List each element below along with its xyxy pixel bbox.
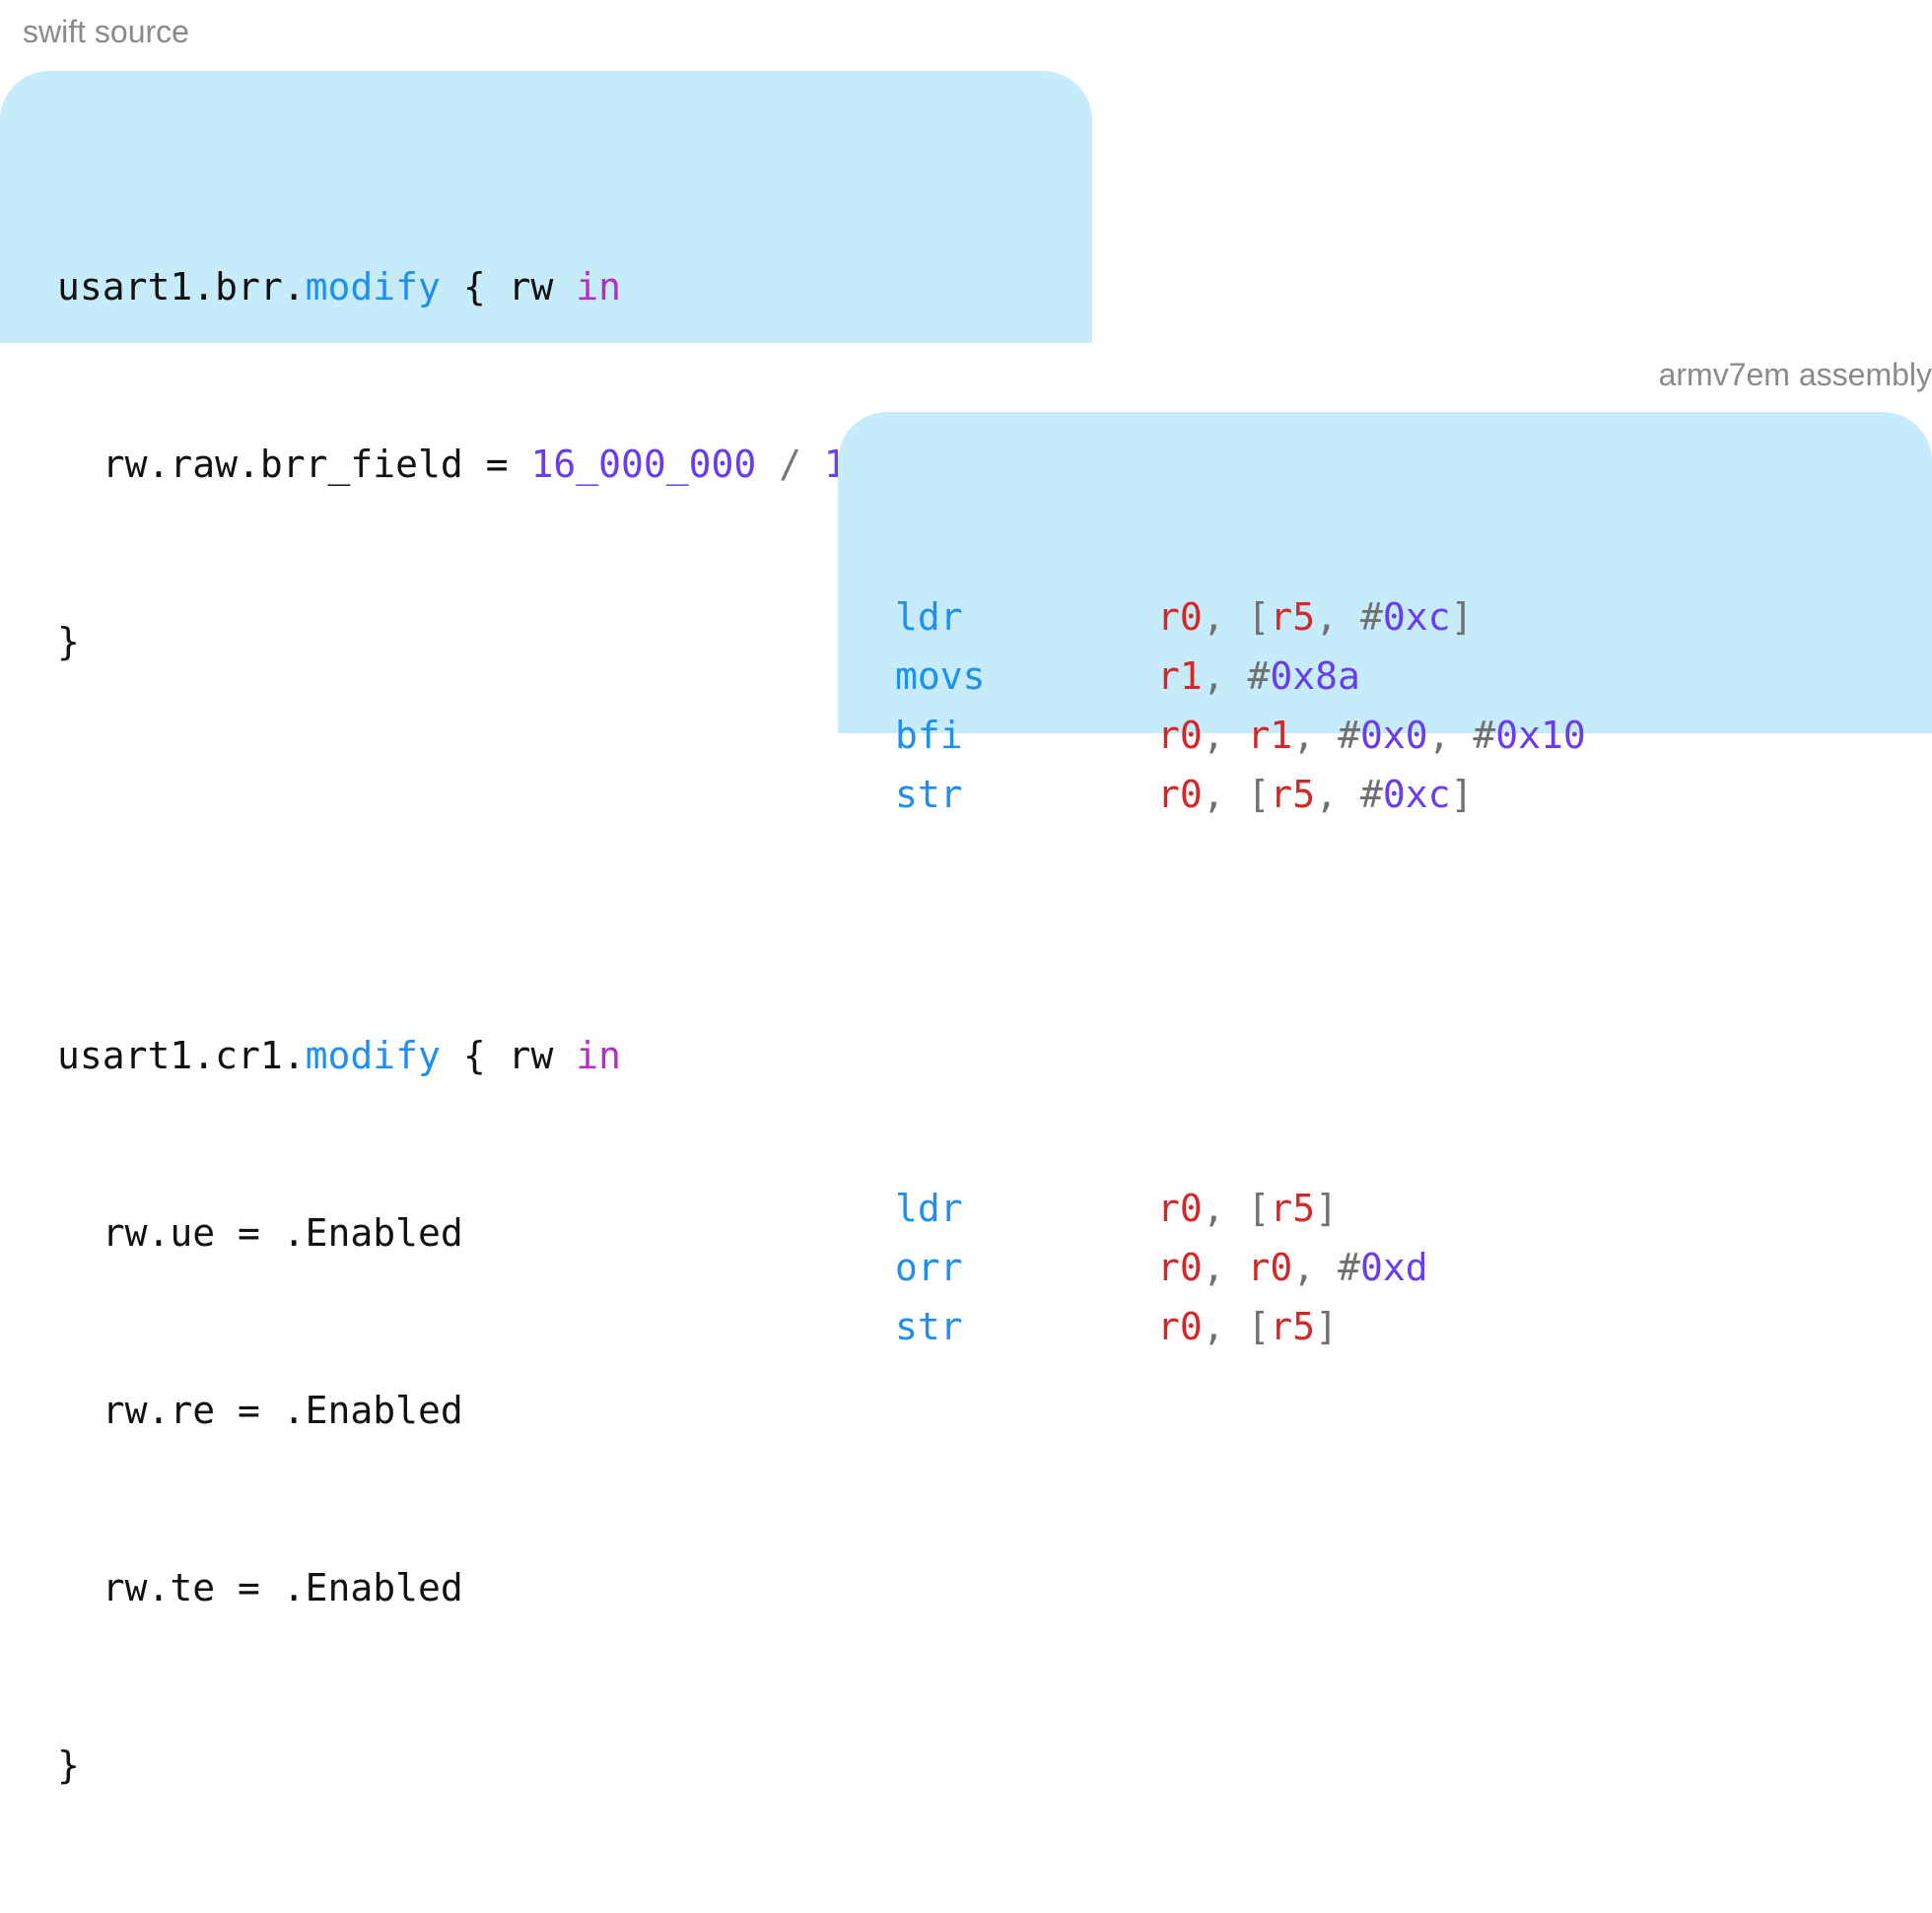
asm-immediate: 0xc <box>1382 773 1451 816</box>
code-line: } <box>57 620 80 663</box>
asm-punctuation: , <box>1202 714 1248 757</box>
asm-punctuation: , <box>1202 1246 1248 1289</box>
asm-punctuation: ] <box>1315 1305 1339 1348</box>
asm-register: r0 <box>1157 773 1203 816</box>
asm-register: r0 <box>1247 1246 1293 1289</box>
code-text: { rw <box>440 1034 577 1077</box>
code-line: rw.ue = .Enabled <box>57 1211 463 1255</box>
asm-punctuation: , <box>1292 1246 1339 1289</box>
asm-punctuation: # <box>1359 773 1383 816</box>
asm-register: r0 <box>1157 714 1203 757</box>
code-line: } <box>57 1743 80 1787</box>
asm-punctuation: ] <box>1315 1187 1339 1230</box>
asm-mnemonic: bfi <box>895 714 963 757</box>
code-line: usart1.cr1.modify { rw in <box>57 1026 982 1085</box>
code-text: usart1.brr. <box>57 265 306 308</box>
asm-punctuation: [ <box>1247 1305 1271 1348</box>
asm-register: r1 <box>1157 654 1203 698</box>
code-line: rw.re = .Enabled <box>57 1389 463 1432</box>
asm-register: r5 <box>1270 1305 1316 1348</box>
asm-mnemonic: str <box>895 1305 963 1348</box>
keyword: in <box>576 265 621 308</box>
asm-punctuation: , <box>1202 654 1248 698</box>
asm-immediate: 0x10 <box>1495 714 1586 757</box>
operator: / <box>756 443 824 486</box>
asm-punctuation: , <box>1202 773 1248 816</box>
asm-register: r0 <box>1157 1246 1203 1289</box>
asm-punctuation: [ <box>1247 595 1271 639</box>
asm-punctuation: , <box>1315 773 1360 816</box>
code-line: usart1.brr.modify { rw in <box>57 257 982 316</box>
asm-line: orr r0, r0, #0xd <box>895 1238 1586 1297</box>
method-name: modify <box>305 265 441 308</box>
method-name: modify <box>305 1034 441 1077</box>
code-text: { rw <box>440 265 577 308</box>
asm-punctuation: , <box>1315 595 1360 639</box>
asm-line: str r0, [r5, #0xc] <box>895 765 1586 824</box>
asm-line: str r0, [r5] <box>895 1297 1586 1356</box>
asm-punctuation: ] <box>1450 595 1474 639</box>
asm-line: bfi r0, r1, #0x0, #0x10 <box>895 706 1586 765</box>
asm-register: r0 <box>1157 595 1203 639</box>
asm-punctuation: , <box>1202 1305 1248 1348</box>
assembly-block1-highlight <box>838 412 1932 733</box>
asm-punctuation: ] <box>1450 773 1474 816</box>
asm-line: ldr r0, [r5, #0xc] <box>895 587 1586 647</box>
swift-source-caption: swift source <box>23 14 189 49</box>
asm-register: r1 <box>1247 714 1293 757</box>
asm-punctuation: # <box>1247 654 1271 698</box>
asm-mnemonic: ldr <box>895 595 963 639</box>
asm-punctuation: # <box>1338 714 1360 757</box>
asm-punctuation: , <box>1202 1187 1248 1230</box>
asm-register: r5 <box>1270 773 1316 816</box>
code-text: rw.raw.brr_field = <box>57 443 531 486</box>
number-literal: 16_000_000 <box>530 443 757 486</box>
swift-code: usart1.brr.modify { rw in rw.raw.brr_fie… <box>57 139 982 1913</box>
asm-punctuation: , <box>1427 714 1474 757</box>
asm-punctuation: , <box>1292 714 1339 757</box>
asm-immediate: 0x0 <box>1359 714 1428 757</box>
asm-punctuation: [ <box>1247 773 1271 816</box>
asm-register: r5 <box>1270 595 1316 639</box>
asm-immediate: 0x8a <box>1270 654 1360 698</box>
asm-mnemonic: str <box>895 773 963 816</box>
keyword: in <box>576 1034 621 1077</box>
asm-register: r0 <box>1157 1305 1203 1348</box>
asm-immediate: 0xd <box>1359 1246 1428 1289</box>
swift-brr-highlight <box>0 71 1092 343</box>
asm-line: movs r1, #0x8a <box>895 647 1586 706</box>
asm-register: r0 <box>1157 1187 1203 1230</box>
code-line: rw.te = .Enabled <box>57 1566 463 1609</box>
asm-punctuation: # <box>1473 714 1496 757</box>
assembly-caption: armv7em assembly <box>1658 357 1932 392</box>
asm-punctuation: # <box>1359 595 1383 639</box>
asm-punctuation: , <box>1202 595 1248 639</box>
asm-mnemonic: movs <box>895 654 986 698</box>
code-text: usart1.cr1. <box>57 1034 306 1077</box>
asm-punctuation: # <box>1338 1246 1360 1289</box>
asm-line: ldr r0, [r5] <box>895 1179 1586 1238</box>
asm-register: r5 <box>1270 1187 1316 1230</box>
asm-mnemonic: ldr <box>895 1187 963 1230</box>
asm-mnemonic: orr <box>895 1246 963 1289</box>
asm-immediate: 0xc <box>1382 595 1451 639</box>
asm-punctuation: [ <box>1247 1187 1271 1230</box>
